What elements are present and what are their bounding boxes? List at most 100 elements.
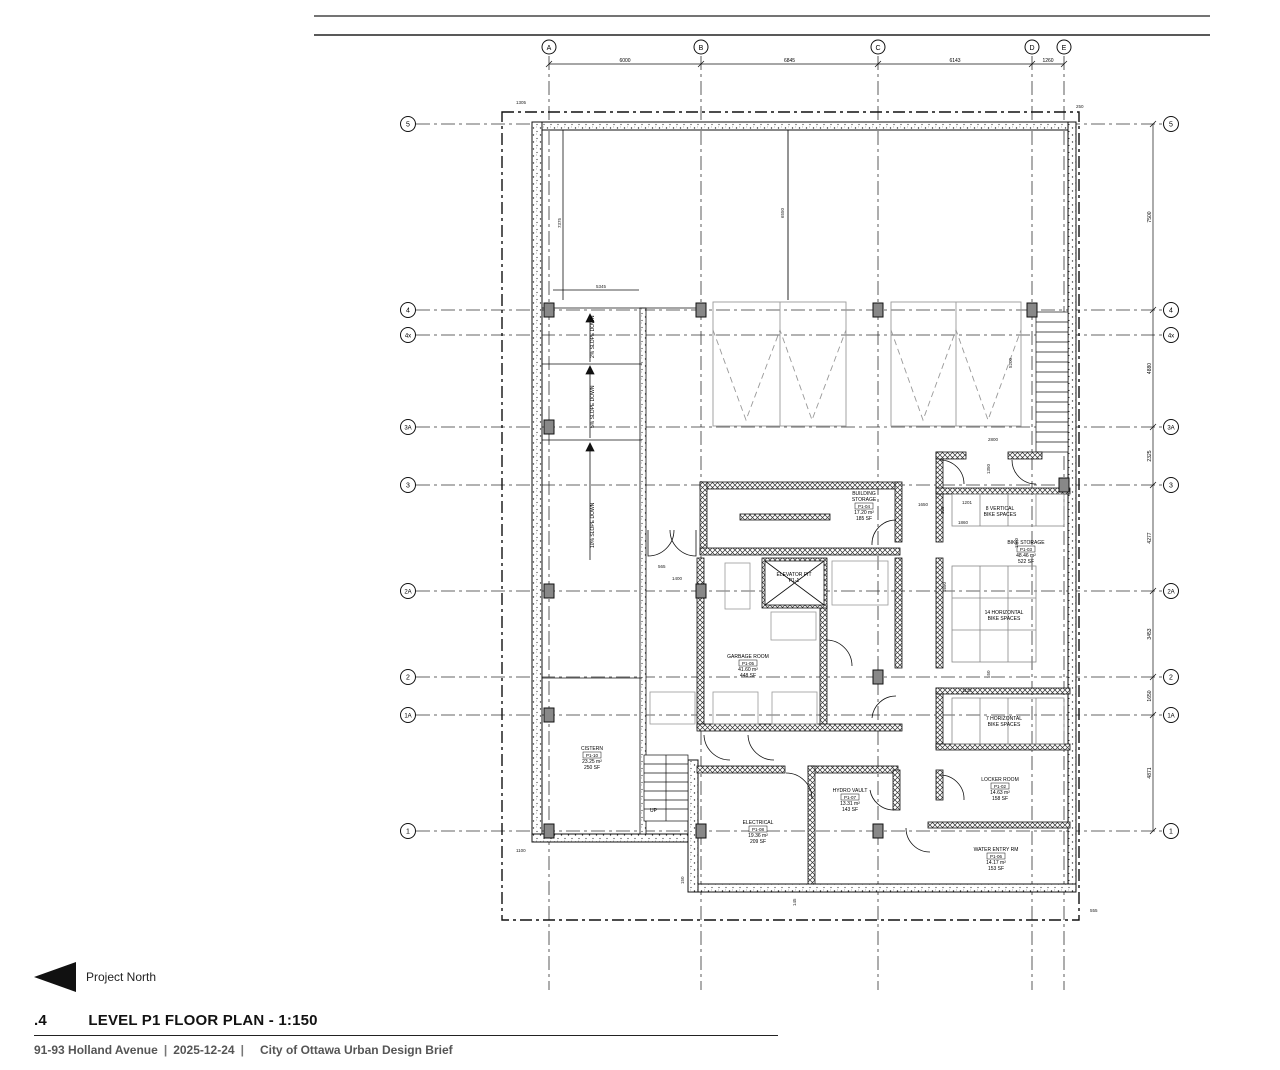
structural-column — [872, 823, 884, 839]
structural-column — [695, 302, 707, 318]
dim-text-misc: 565 — [658, 564, 666, 569]
grid-bubble-row — [400, 823, 416, 839]
dim-text-misc: 1650 — [942, 581, 947, 592]
grid-bubble-row — [1163, 477, 1179, 493]
grid-bubble-col — [693, 39, 709, 55]
svg-text:209 SF: 209 SF — [750, 839, 766, 845]
dim-tick — [1149, 827, 1157, 835]
dim-text-misc: 5345 — [596, 284, 607, 289]
svg-text:158 SF: 158 SF — [992, 796, 1008, 802]
grid-bubble-label: 2 — [406, 675, 410, 682]
grid-lines — [416, 56, 1163, 990]
structural-column — [872, 669, 884, 685]
ramp-label: 5% SLOPE DOWN — [590, 385, 596, 428]
dim-text-misc: 2800 — [988, 437, 999, 442]
dim-text-misc: 1305 — [516, 100, 527, 105]
structural-column — [1026, 302, 1038, 318]
grid-bubble-label: 3A — [1167, 426, 1174, 432]
grid-bubble-row — [1163, 327, 1179, 343]
grid-bubble-label: E — [1062, 45, 1067, 52]
svg-text:P1-03: P1-03 — [1020, 547, 1033, 552]
grid-bubble-label: B — [699, 45, 704, 52]
stair-south — [643, 754, 689, 822]
svg-text:143 SF: 143 SF — [842, 807, 858, 813]
svg-text:STORAGE: STORAGE — [852, 497, 877, 503]
dim-text-misc: 150 — [680, 876, 685, 884]
dim-tick — [1149, 587, 1157, 595]
room-building-storage: BUILDING STORAGE P1-04 17.20 m² 185 SF — [852, 491, 877, 522]
north-label: Project North — [86, 970, 157, 984]
grid-bubble-label: 4x — [405, 334, 411, 340]
dim-text-misc: 1133 — [962, 688, 972, 693]
room-electrical: ELECTRICAL P1-08 19.36 m² 209 SF — [743, 820, 774, 845]
footer-separator: | — [163, 1043, 168, 1057]
grid-bubble-label: 3 — [1169, 483, 1173, 490]
dim-text-right: 4880 — [1147, 363, 1153, 374]
grid-bubble-col — [541, 39, 557, 55]
structural-column — [695, 823, 707, 839]
parking-stalls — [712, 130, 1022, 427]
grid-bubble-label: 1A — [404, 714, 411, 720]
svg-text:P1-08: P1-08 — [752, 827, 765, 832]
svg-text:BIKE SPACES: BIKE SPACES — [988, 616, 1021, 622]
dim-text-misc: 1860 — [1014, 537, 1019, 548]
svg-text:13.31 m²: 13.31 m² — [840, 801, 860, 807]
dim-text-misc: 250 — [1076, 104, 1084, 109]
grid-bubble-label: 4 — [406, 308, 410, 315]
dim-text-right: 4871 — [1147, 767, 1153, 778]
footer-date: 2025-12-24 — [173, 1043, 235, 1057]
grid-bubble-row — [1163, 419, 1179, 435]
svg-text:BUILDING: BUILDING — [852, 491, 876, 497]
dim-text-right: 1650 — [1147, 690, 1153, 701]
grid-bubble-label: 5 — [406, 122, 410, 129]
svg-text:14.63 m²: 14.63 m² — [990, 790, 1010, 796]
svg-text:WATER ENTRY RM: WATER ENTRY RM — [974, 847, 1019, 853]
grid-bubble-row — [400, 583, 416, 599]
grid-bubble-row — [1163, 583, 1179, 599]
structural-column — [543, 823, 555, 839]
grid-bubble-row — [1163, 707, 1179, 723]
svg-text:48.46 m²: 48.46 m² — [1016, 553, 1036, 559]
svg-text:ELEVATOR PIT: ELEVATOR PIT — [776, 572, 811, 578]
grid-bubble-label: 1A — [1167, 714, 1174, 720]
ramp-label: 2% SLOPE DOWN — [590, 315, 596, 358]
dim-text-misc: 7375 — [557, 217, 562, 228]
structural-columns — [543, 302, 1070, 839]
dim-tick — [1149, 481, 1157, 489]
svg-text:BIKE SPACES: BIKE SPACES — [984, 512, 1017, 518]
room-cistern: CISTERN P1-10 23.25 m² 250 SF — [581, 746, 603, 771]
dim-text-right: 2325 — [1147, 450, 1153, 461]
svg-text:448 SF: 448 SF — [740, 673, 756, 679]
svg-text:250 SF: 250 SF — [584, 765, 600, 771]
grid-bubble-label: 1 — [406, 829, 410, 836]
dim-text-misc: 1100 — [516, 848, 526, 853]
svg-text:P1-06: P1-06 — [990, 854, 1003, 859]
grid-bubble-label: 3 — [406, 483, 410, 490]
svg-text:P1-10: P1-10 — [586, 753, 599, 758]
stair-up-label: UP — [650, 808, 658, 814]
north-arrow-icon — [34, 962, 76, 992]
dim-text-right: 3453 — [1147, 628, 1153, 639]
svg-text:19.36 m²: 19.36 m² — [748, 833, 768, 839]
grid-bubble-col — [1024, 39, 1040, 55]
plan-title: .4 LEVEL P1 FLOOR PLAN - 1:150 — [34, 1012, 318, 1029]
dim-text-misc: 1400 — [672, 576, 683, 581]
svg-text:HYDRO VAULT: HYDRO VAULT — [833, 788, 868, 794]
grid-bubble-row — [400, 477, 416, 493]
dim-tick — [1149, 306, 1157, 314]
dim-text-misc: 6550 — [780, 207, 785, 218]
svg-text:14.17 m²: 14.17 m² — [986, 860, 1006, 866]
grid-bubble-row — [400, 669, 416, 685]
structural-column — [1058, 477, 1070, 493]
dim-text-misc: 550 — [986, 670, 991, 678]
dim-text-misc: 1650 — [918, 502, 929, 507]
svg-text:P1-02: P1-02 — [994, 784, 1007, 789]
north-indicator: Project North — [34, 962, 156, 992]
footer-brief-title: City of Ottawa Urban Design Brief — [259, 1043, 453, 1057]
dim-tick — [1028, 60, 1036, 68]
stair-north — [1035, 311, 1069, 453]
ramp-label: 10% SLOPE DOWN — [590, 502, 596, 548]
grid-bubble-label: 3A — [404, 426, 411, 432]
